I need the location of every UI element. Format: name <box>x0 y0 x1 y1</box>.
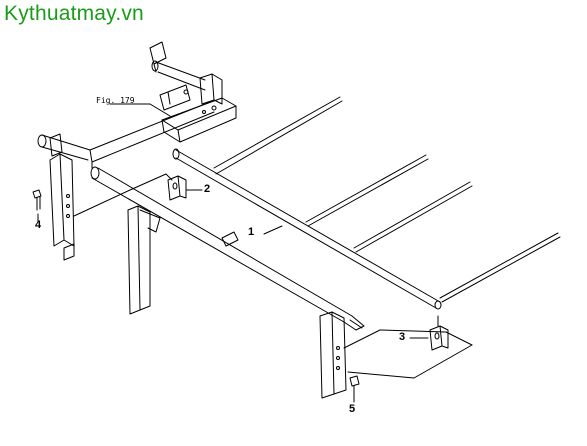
callout-3: 3 <box>399 331 406 343</box>
callout-4: 4 <box>35 219 42 231</box>
watermark-logo-text: Kythuatmay.vn <box>4 2 144 25</box>
right-upright <box>320 312 472 398</box>
callout-1: 1 <box>248 226 255 238</box>
left-bracket <box>50 154 166 260</box>
part-2-clip <box>166 174 186 200</box>
figure-reference-label: Fig. 179 <box>96 96 135 105</box>
callout-5: 5 <box>349 403 356 415</box>
leader-lines <box>38 104 428 402</box>
left-tube <box>38 134 90 160</box>
fork-tines <box>173 97 560 309</box>
long-cross-bar <box>91 167 364 330</box>
middle-bracket <box>128 206 160 314</box>
top-bracket <box>150 42 236 142</box>
bolt-5 <box>350 376 359 396</box>
callout-2: 2 <box>204 183 211 195</box>
part-3-clip <box>430 316 448 350</box>
bolt-4 <box>33 190 41 210</box>
